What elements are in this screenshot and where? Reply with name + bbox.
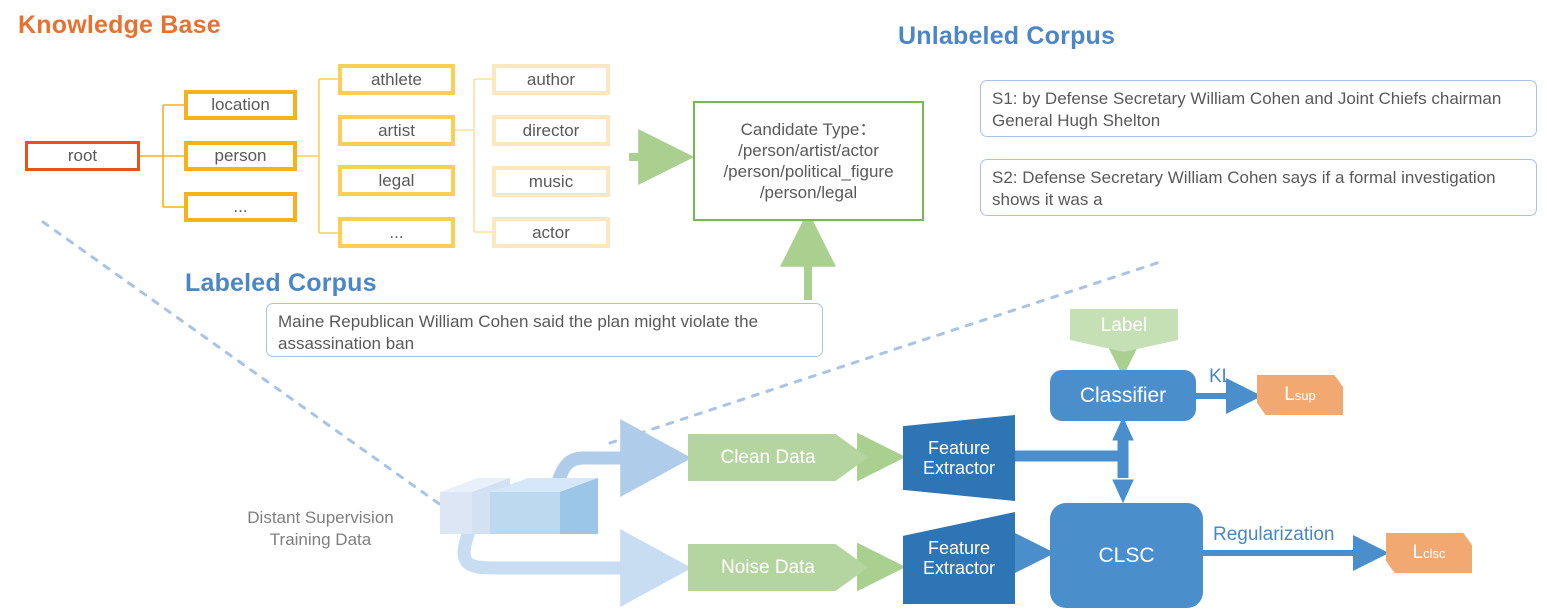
- label-node[interactable]: Label: [1070, 309, 1178, 352]
- feature-extractor-top[interactable]: Feature Extractor: [903, 415, 1015, 501]
- training-data-cube-icon: [440, 478, 598, 534]
- kb-connectors-level3: [455, 78, 492, 233]
- loss-sup-subscript: sup: [1294, 387, 1316, 403]
- heading-unlabeled-corpus: Unlabeled Corpus: [898, 22, 1116, 50]
- classifier-box[interactable]: Classifier: [1050, 370, 1196, 421]
- unlabeled-sentence-1[interactable]: S1: by Defense Secretary William Cohen a…: [980, 80, 1537, 137]
- candidate-type-title: Candidate Type：: [740, 119, 877, 139]
- kb-node-artist[interactable]: artist: [338, 115, 455, 146]
- feature-extractor-bottom[interactable]: Feature Extractor: [903, 512, 1015, 604]
- candidate-type-item-0: /person/artist/actor: [738, 140, 879, 160]
- kb-node-director[interactable]: director: [492, 115, 610, 146]
- kb-node-location[interactable]: location: [184, 90, 297, 120]
- kb-node-actor[interactable]: actor: [492, 217, 610, 248]
- kl-label: KL: [1209, 366, 1233, 387]
- loss-sup-symbol: L: [1284, 384, 1295, 405]
- unlabeled-sentence-2[interactable]: S2: Defense Secretary William Cohen says…: [980, 159, 1537, 216]
- noise-data-chevron[interactable]: Noise Data: [688, 544, 868, 591]
- feature-extractor-top-label: Feature Extractor: [922, 437, 996, 478]
- kb-node-level1-ellipsis[interactable]: ...: [184, 192, 297, 222]
- kb-node-music[interactable]: music: [492, 166, 610, 197]
- candidate-type-item-1: /person/political_figure: [723, 162, 894, 181]
- heading-labeled-corpus: Labeled Corpus: [185, 269, 377, 297]
- labeled-sentence[interactable]: Maine Republican William Cohen said the …: [266, 303, 823, 357]
- loss-clsc-subscript: clsc: [1423, 545, 1446, 561]
- clean-data-chevron[interactable]: Clean Data: [688, 434, 868, 481]
- regularization-label: Regularization: [1213, 524, 1335, 545]
- kb-connectors-level1: [140, 104, 184, 208]
- kb-node-person[interactable]: person: [184, 141, 297, 171]
- training-data-label: Distant Supervision Training Data: [247, 508, 394, 550]
- kb-node-root[interactable]: root: [25, 141, 140, 171]
- kb-node-legal[interactable]: legal: [338, 165, 455, 196]
- kb-node-athlete[interactable]: athlete: [338, 64, 455, 95]
- candidate-type-item-2: /person/legal: [759, 183, 858, 203]
- kb-node-level2-ellipsis[interactable]: ...: [338, 217, 455, 248]
- feature-extractor-bottom-label: Feature Extractor: [922, 537, 996, 578]
- candidate-type-box[interactable]: Candidate Type： /person/artist/actor /pe…: [693, 101, 924, 221]
- blue-wiring: [1013, 416, 1134, 504]
- kb-node-author[interactable]: author: [492, 64, 610, 95]
- loss-clsc-symbol: L: [1412, 542, 1424, 563]
- heading-knowledge-base: Knowledge Base: [18, 11, 221, 39]
- clsc-box[interactable]: CLSC: [1050, 503, 1203, 608]
- kb-connectors-level2: [297, 78, 338, 234]
